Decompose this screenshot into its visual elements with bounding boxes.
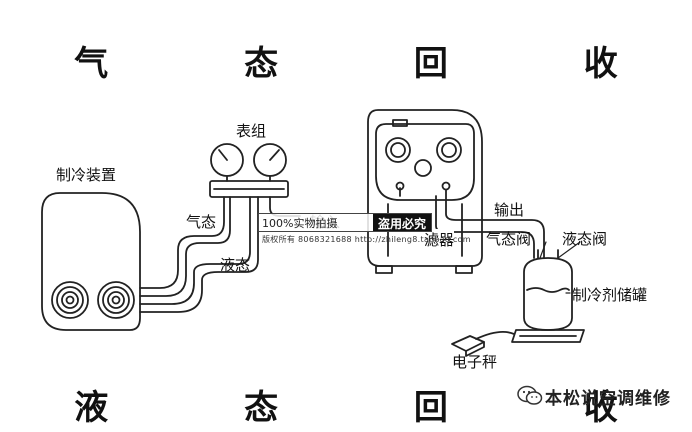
watermark-banner: 100%实物拍摄 盗用必究 <box>258 213 432 232</box>
label-leaders <box>539 241 581 294</box>
label-liquid-valve: 液态阀 <box>562 230 608 248</box>
label-gauge-set: 表组 <box>236 122 267 140</box>
label-refrigeration-unit: 制冷装置 <box>56 166 117 184</box>
brand-badge: 本松说空调维修 <box>517 382 687 409</box>
label-liquid-state: 液态 <box>220 256 251 274</box>
label-gas-valve: 气态阀 <box>486 230 532 248</box>
label-output: 输出 <box>494 201 525 219</box>
refrigeration-unit <box>41 192 141 331</box>
unit-fan-right <box>97 281 135 319</box>
label-filter: 滤器 <box>424 229 455 250</box>
electronic-scale <box>451 330 515 357</box>
unit-fan-left <box>51 281 89 319</box>
title-gas-recovery: 气 态 回 收 <box>74 44 680 84</box>
watermark-left-text: 100%实物拍摄 <box>262 217 338 230</box>
watermark-line: 版权所有 8068321688 http://zhileng8.taobao.c… <box>262 235 471 244</box>
recovery-machine <box>367 109 483 274</box>
label-electronic-scale: 电子秤 <box>452 353 498 371</box>
hose-gas-line <box>139 196 231 297</box>
wechat-icon <box>517 385 543 405</box>
hose-liquid-line <box>139 196 259 313</box>
hose-output <box>435 189 545 259</box>
watermark-right-text: 盗用必究 <box>372 214 431 231</box>
gauge-manifold <box>209 143 301 217</box>
brand-text: 本松说空调维修 <box>545 389 671 409</box>
refrigerant-tank <box>511 249 585 343</box>
label-refrigerant-tank: 制冷剂储罐 <box>572 286 648 304</box>
label-gas-state: 气态 <box>186 213 217 231</box>
